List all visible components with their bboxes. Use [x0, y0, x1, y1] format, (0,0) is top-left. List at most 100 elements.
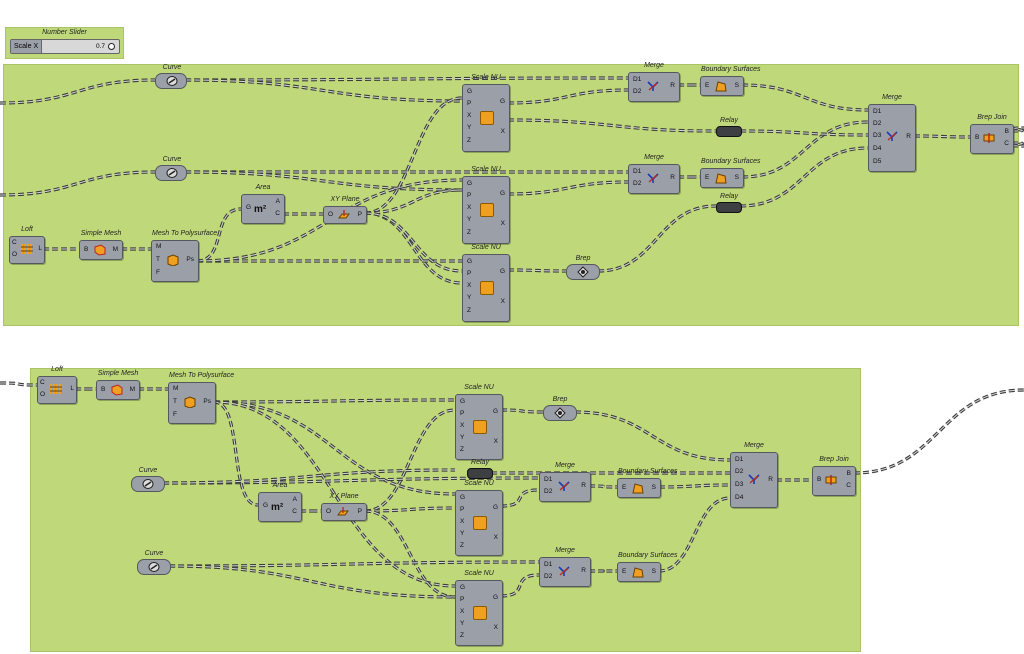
pin-d1[interactable]: D1	[873, 108, 882, 115]
merge-3[interactable]: Merge D1 D2 R	[539, 462, 591, 502]
pin-b[interactable]: B	[84, 246, 89, 253]
loft-bottom[interactable]: Loft C O L	[37, 366, 77, 404]
scale-nu-2[interactable]: Scale NU G P X Y Z G X	[462, 166, 510, 244]
pin-d5[interactable]: D5	[873, 158, 882, 165]
pin-r[interactable]: R	[670, 82, 675, 89]
pin-o[interactable]: O	[40, 391, 46, 398]
pin-d2[interactable]: D2	[544, 488, 553, 495]
scale-nu-4[interactable]: Scale NU G P X Y Z G X	[455, 384, 503, 460]
number-slider[interactable]: Number Slider Scale X 0.7	[5, 27, 124, 59]
xy-plane-bottom[interactable]: XY Plane O P	[321, 493, 367, 521]
pin-f[interactable]: F	[156, 269, 160, 276]
area-top[interactable]: Area G m² A C	[241, 184, 285, 224]
boundary-surfaces-3[interactable]: Boundary Surfaces E S	[617, 468, 678, 498]
pin-r[interactable]: R	[670, 174, 675, 181]
pin-z[interactable]: Z	[460, 446, 464, 453]
pin-r[interactable]: R	[581, 567, 586, 574]
pin-t[interactable]: T	[156, 256, 160, 263]
relay-1[interactable]: Relay	[716, 117, 742, 137]
pin-y[interactable]: Y	[460, 620, 465, 627]
pin-g-out[interactable]: G	[499, 190, 505, 197]
mesh-to-polysurface-top[interactable]: Mesh To Polysurface M T F Ps	[151, 230, 217, 282]
pin-y[interactable]: Y	[467, 294, 472, 301]
brep-join-bottom[interactable]: Brep Join B B C	[812, 456, 856, 496]
pin-p[interactable]: P	[460, 596, 465, 603]
pin-x-out[interactable]: X	[493, 438, 498, 445]
pin-g[interactable]: G	[460, 584, 466, 591]
relay-3[interactable]: Relay	[467, 459, 493, 479]
pin-x[interactable]: X	[460, 608, 465, 615]
scale-nu-5[interactable]: Scale NU G P X Y Z G X	[455, 480, 503, 556]
pin-z[interactable]: Z	[460, 542, 464, 549]
mesh-to-polysurface-bottom[interactable]: Mesh To Polysurface M T F Ps	[168, 372, 234, 424]
pin-e[interactable]: E	[622, 568, 627, 575]
merge-4[interactable]: Merge D1 D2 R	[539, 547, 591, 587]
merge-main-top[interactable]: Merge D1 D2 D3 D4 D5 R	[868, 94, 916, 172]
pin-d2[interactable]: D2	[544, 573, 553, 580]
curve-param-4[interactable]: Curve	[137, 550, 171, 575]
scale-nu-6[interactable]: Scale NU G P X Y Z G X	[455, 570, 503, 646]
pin-g-out[interactable]: G	[499, 268, 505, 275]
pin-x[interactable]: X	[467, 112, 472, 119]
pin-m[interactable]: M	[112, 246, 118, 253]
pin-g-out[interactable]: G	[492, 408, 498, 415]
pin-b-out[interactable]: B	[846, 470, 851, 477]
pin-e[interactable]: E	[705, 174, 710, 181]
pin-d2[interactable]: D2	[633, 180, 642, 187]
pin-s[interactable]: S	[651, 568, 656, 575]
boundary-surfaces-1[interactable]: Boundary Surfaces E S	[700, 66, 761, 96]
pin-c-out[interactable]: C	[1004, 140, 1009, 147]
pin-d2[interactable]: D2	[633, 88, 642, 95]
pin-l[interactable]: L	[70, 385, 74, 392]
pin-p[interactable]: P	[357, 211, 362, 218]
pin-d3[interactable]: D3	[873, 132, 882, 139]
pin-d1[interactable]: D1	[633, 168, 642, 175]
pin-a[interactable]: A	[292, 496, 297, 503]
pin-o[interactable]: O	[328, 211, 334, 218]
pin-s[interactable]: S	[734, 174, 739, 181]
pin-g[interactable]: G	[460, 494, 466, 501]
pin-b[interactable]: B	[817, 476, 822, 483]
pin-ps[interactable]: Ps	[203, 398, 211, 405]
pin-s[interactable]: S	[734, 82, 739, 89]
pin-d2[interactable]: D2	[873, 120, 882, 127]
curve-param-2[interactable]: Curve	[155, 156, 187, 181]
pin-d3[interactable]: D3	[735, 481, 744, 488]
slider-knob[interactable]	[108, 43, 115, 50]
pin-z[interactable]: Z	[467, 229, 471, 236]
pin-z[interactable]: Z	[467, 137, 471, 144]
pin-c[interactable]: C	[292, 508, 297, 515]
pin-d4[interactable]: D4	[735, 494, 744, 501]
pin-g[interactable]: G	[460, 398, 466, 405]
pin-b[interactable]: B	[975, 134, 980, 141]
pin-r[interactable]: R	[581, 482, 586, 489]
pin-m[interactable]: M	[173, 385, 179, 392]
pin-d1[interactable]: D1	[544, 561, 553, 568]
pin-p[interactable]: P	[357, 508, 362, 515]
pin-g-out[interactable]: G	[492, 504, 498, 511]
pin-p[interactable]: P	[467, 100, 472, 107]
pin-x-out[interactable]: X	[500, 220, 505, 227]
pin-x-out[interactable]: X	[493, 624, 498, 631]
pin-x-out[interactable]: X	[500, 128, 505, 135]
pin-m[interactable]: M	[156, 243, 162, 250]
pin-y[interactable]: Y	[467, 124, 472, 131]
slider-track[interactable]: Scale X 0.7	[10, 39, 120, 54]
area-bottom[interactable]: Area G m² A C	[258, 482, 302, 522]
pin-x-out[interactable]: X	[493, 534, 498, 541]
pin-x[interactable]: X	[467, 282, 472, 289]
curve-param-3[interactable]: Curve	[131, 467, 165, 492]
pin-o[interactable]: O	[326, 508, 332, 515]
loft-top[interactable]: Loft C O L	[9, 226, 45, 264]
pin-a[interactable]: A	[275, 198, 280, 205]
pin-t[interactable]: T	[173, 398, 177, 405]
pin-e[interactable]: E	[705, 82, 710, 89]
merge-2[interactable]: Merge D1 D2 R	[628, 154, 680, 194]
pin-x[interactable]: X	[460, 518, 465, 525]
pin-d1[interactable]: D1	[735, 456, 744, 463]
pin-g[interactable]: G	[263, 502, 269, 509]
pin-c[interactable]: C	[12, 239, 17, 246]
pin-c[interactable]: C	[275, 210, 280, 217]
pin-p[interactable]: P	[460, 506, 465, 513]
pin-z[interactable]: Z	[460, 632, 464, 639]
